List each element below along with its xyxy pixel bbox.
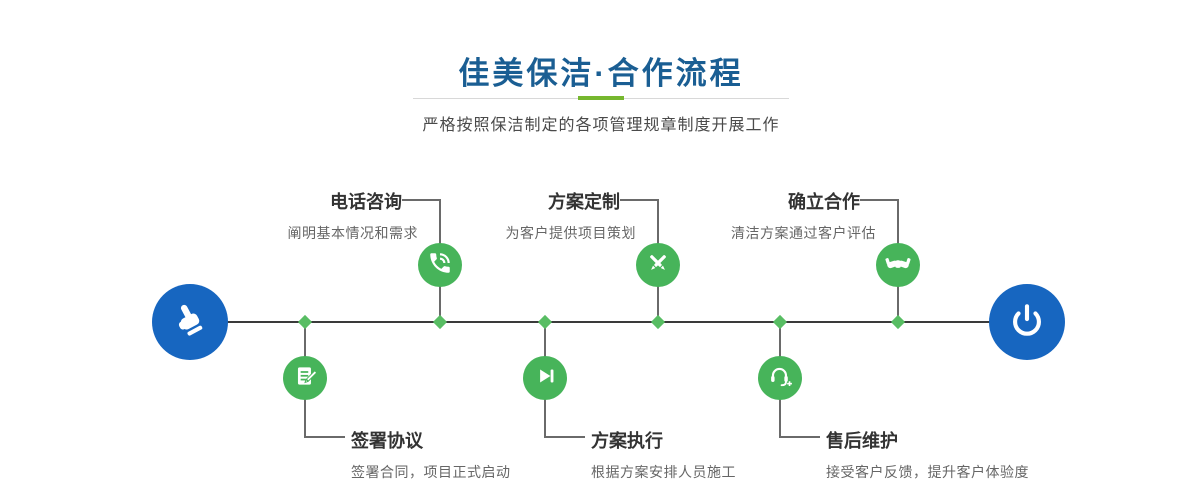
- contract-icon: [292, 363, 318, 394]
- connector-line: [402, 199, 440, 201]
- step-title: 方案执行: [591, 431, 663, 451]
- timeline-marker: [432, 314, 448, 330]
- timeline-marker: [890, 314, 906, 330]
- step-node-design: [636, 243, 680, 287]
- step-desc: 签署合同，项目正式启动: [351, 464, 511, 480]
- step-aftersales: 售后维护 接受客户反馈，提升客户体验度: [826, 427, 1029, 482]
- power-icon: [1005, 298, 1049, 347]
- step-design: 方案定制 为客户提供项目策划: [506, 188, 637, 243]
- title-divider-accent: [578, 96, 624, 100]
- aftersales-icon: [767, 363, 793, 394]
- step-title: 电话咨询: [330, 192, 402, 212]
- timeline-marker: [772, 314, 788, 330]
- timeline-end-node: [989, 284, 1065, 360]
- timeline-start-node: [152, 284, 228, 360]
- step-node-aftersales: [758, 356, 802, 400]
- page-title: 佳美保洁·合作流程: [458, 56, 744, 91]
- step-desc: 接受客户反馈，提升客户体验度: [826, 464, 1029, 480]
- connector-line: [780, 436, 820, 438]
- connector-line: [545, 436, 585, 438]
- step-node-contract: [283, 356, 327, 400]
- handshake-icon: [885, 250, 911, 281]
- page-subtitle: 严格按照保洁制定的各项管理规章制度开展工作: [422, 117, 780, 134]
- timeline-marker: [537, 314, 553, 330]
- connector-line: [620, 199, 658, 201]
- step-node-handshake: [876, 243, 920, 287]
- timeline-line: [190, 321, 1027, 323]
- step-execute: 方案执行 根据方案安排人员施工: [591, 427, 736, 482]
- connector-line: [860, 199, 898, 201]
- phone-icon: [427, 250, 453, 281]
- step-title: 签署协议: [351, 431, 423, 451]
- step-node-phone: [418, 243, 462, 287]
- step-contract: 签署协议 签署合同，项目正式启动: [351, 427, 511, 482]
- execute-icon: [532, 363, 558, 394]
- step-desc: 阐明基本情况和需求: [287, 225, 418, 241]
- timeline-marker: [650, 314, 666, 330]
- step-desc: 清洁方案通过客户评估: [731, 225, 876, 241]
- step-title: 售后维护: [826, 431, 898, 451]
- step-title: 方案定制: [548, 192, 620, 212]
- step-phone: 电话咨询 阐明基本情况和需求: [288, 188, 419, 243]
- step-title: 确立合作: [788, 192, 860, 212]
- design-icon: [645, 250, 671, 281]
- step-node-execute: [523, 356, 567, 400]
- connector-line: [305, 436, 345, 438]
- timeline-marker: [297, 314, 313, 330]
- step-desc: 为客户提供项目策划: [505, 225, 636, 241]
- step-handshake: 确立合作 清洁方案通过客户评估: [731, 188, 876, 243]
- step-desc: 根据方案安排人员施工: [591, 464, 736, 480]
- pointing-hand-icon: [168, 298, 212, 347]
